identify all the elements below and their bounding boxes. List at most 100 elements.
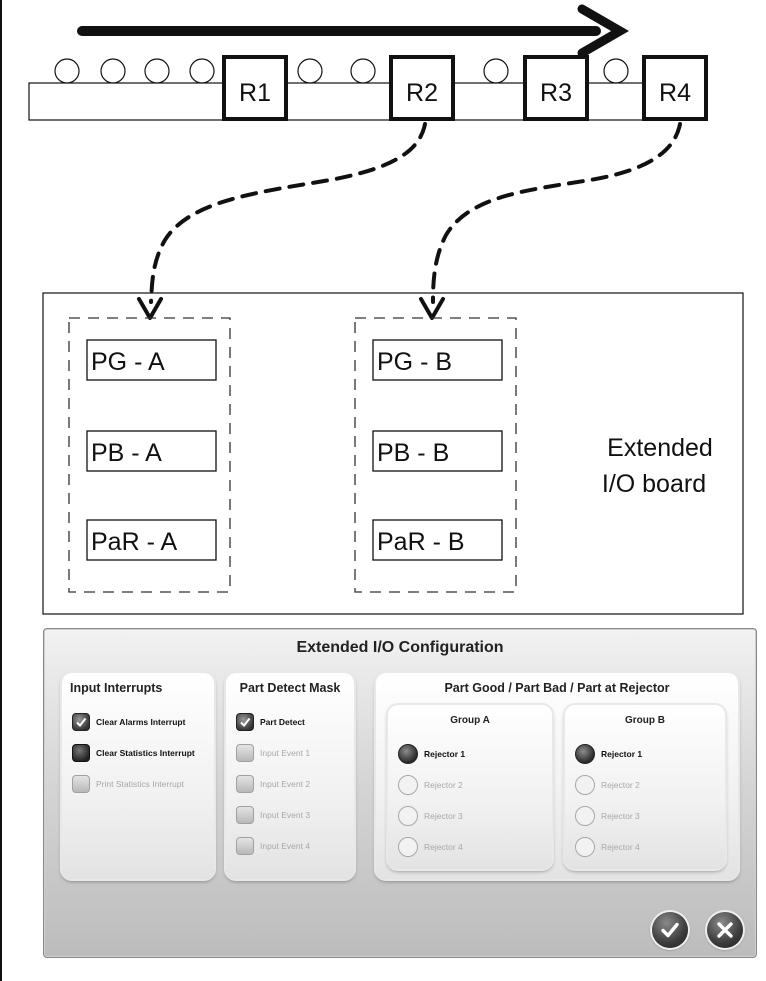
checkbox-input-event-3[interactable]: Input Event 3 (236, 804, 310, 826)
radio-button[interactable] (398, 775, 418, 795)
card-title: Input Interrupts (70, 681, 163, 695)
part (483, 58, 509, 84)
check-icon (240, 717, 251, 728)
option-label: Rejector 4 (601, 842, 640, 852)
rejector-label: R2 (406, 79, 438, 107)
radio-button[interactable] (575, 744, 595, 764)
group-a-container (68, 317, 231, 593)
input-interrupts-card: Input Interrupts Clear Alarms Interrupt … (62, 673, 214, 879)
board-label-line1: Extended (607, 434, 713, 462)
page-border (0, 0, 2, 981)
option-label: Part Detect (260, 717, 305, 727)
part (603, 58, 629, 84)
group-b-card: Group B Rejector 1 Rejector 2 Rejector 3… (565, 705, 725, 869)
option-label: Input Event 4 (260, 841, 311, 851)
checkbox-clear-statistics[interactable]: Clear Statistics Interrupt (72, 742, 195, 764)
checkbox-box[interactable] (72, 775, 90, 793)
radio-group-b-rejector-4[interactable]: Rejector 4 (575, 836, 640, 858)
radio-group-b-rejector-2[interactable]: Rejector 2 (575, 774, 640, 796)
option-label: Input Event 2 (260, 779, 311, 789)
radio-group-a-rejector-2[interactable]: Rejector 2 (398, 774, 463, 796)
part (350, 58, 376, 84)
cancel-button[interactable] (707, 912, 743, 948)
checkbox-box[interactable] (236, 775, 254, 793)
checkbox-input-event-2[interactable]: Input Event 2 (236, 773, 310, 795)
radio-group-a-rejector-3[interactable]: Rejector 3 (398, 805, 463, 827)
pin-label-pb-a: PB - A (91, 439, 162, 467)
check-icon (661, 922, 679, 938)
checkbox-box[interactable] (72, 713, 90, 731)
pin-label-par-a: PaR - A (91, 528, 177, 556)
option-label: Print Statistics Interrupt (96, 779, 184, 789)
ok-button[interactable] (652, 912, 688, 948)
part (144, 58, 170, 84)
part (100, 58, 126, 84)
pin-label-pb-b: PB - B (377, 439, 449, 467)
part-detect-mask-card: Part Detect Mask Part Detect Input Event… (226, 673, 354, 879)
option-label: Clear Alarms Interrupt (96, 717, 186, 727)
pin-box (372, 430, 503, 472)
group-b-container (354, 317, 517, 593)
check-icon (76, 717, 87, 728)
rejector-label: R1 (239, 79, 271, 107)
rejector-r4: R4 (642, 55, 708, 121)
parts (54, 58, 629, 84)
part-group-card: Part Good / Part Bad / Part at Rejector … (376, 673, 738, 879)
radio-button[interactable] (575, 837, 595, 857)
conveyor-diagram: R1 R2 R3 R4 PG - A PB - A PaR - A PG - B… (28, 4, 744, 615)
checkbox-box[interactable] (236, 806, 254, 824)
rejector-r1: R1 (222, 55, 288, 121)
group-a-card: Group A Rejector 1 Rejector 2 Rejector 3… (388, 705, 552, 869)
pin-label-pg-b: PG - B (377, 348, 452, 376)
checkbox-box[interactable] (236, 837, 254, 855)
direction-arrow (77, 4, 629, 58)
option-label: Rejector 2 (424, 780, 463, 790)
option-label: Rejector 1 (601, 749, 643, 759)
pin-box (372, 339, 503, 381)
pin-box (86, 339, 217, 381)
pin-label-pg-a: PG - A (91, 348, 165, 376)
option-label: Rejector 3 (601, 811, 640, 821)
extended-io-config-dialog: Extended I/O Configuration Input Interru… (43, 628, 757, 958)
radio-group-a-rejector-1[interactable]: Rejector 1 (398, 743, 465, 765)
pin-box (86, 519, 217, 561)
radio-group-b-rejector-1[interactable]: Rejector 1 (575, 743, 642, 765)
checkbox-box[interactable] (236, 713, 254, 731)
dialog-title: Extended I/O Configuration (296, 639, 504, 656)
option-label: Input Event 3 (260, 810, 311, 820)
rejector-r2: R2 (389, 55, 455, 121)
io-board (42, 292, 744, 615)
connector-r2-to-group-a (149, 122, 427, 304)
radio-group-b-rejector-3[interactable]: Rejector 3 (575, 805, 640, 827)
card-title: Part Good / Part Bad / Part at Rejector (444, 681, 670, 695)
part (297, 58, 323, 84)
part (189, 58, 215, 84)
checkbox-box[interactable] (72, 744, 90, 762)
pin-label-par-b: PaR - B (377, 528, 465, 556)
checkbox-box[interactable] (236, 744, 254, 762)
conveyor-belt (28, 82, 703, 121)
connector-r4-to-group-b (431, 122, 682, 304)
radio-button[interactable] (575, 775, 595, 795)
radio-button[interactable] (575, 806, 595, 826)
option-label: Rejector 2 (601, 780, 640, 790)
radio-button[interactable] (398, 744, 418, 764)
checkbox-input-event-1[interactable]: Input Event 1 (236, 742, 310, 764)
rejector-label: R3 (540, 79, 572, 107)
card-title: Part Detect Mask (239, 681, 341, 695)
option-label: Input Event 1 (260, 748, 311, 758)
checkbox-print-statistics[interactable]: Print Statistics Interrupt (72, 773, 184, 795)
rejector-label: R4 (659, 79, 691, 107)
option-label: Clear Statistics Interrupt (96, 748, 195, 758)
radio-button[interactable] (398, 806, 418, 826)
checkbox-part-detect[interactable]: Part Detect (236, 711, 305, 733)
radio-group-a-rejector-4[interactable]: Rejector 4 (398, 836, 463, 858)
pin-box (372, 519, 503, 561)
checkbox-input-event-4[interactable]: Input Event 4 (236, 835, 310, 857)
pin-box (86, 430, 217, 472)
card-title: Group A (450, 715, 490, 726)
radio-button[interactable] (398, 837, 418, 857)
board-label-line2: I/O board (602, 470, 706, 498)
rejector-r3: R3 (523, 55, 589, 121)
checkbox-clear-alarms[interactable]: Clear Alarms Interrupt (72, 711, 185, 733)
